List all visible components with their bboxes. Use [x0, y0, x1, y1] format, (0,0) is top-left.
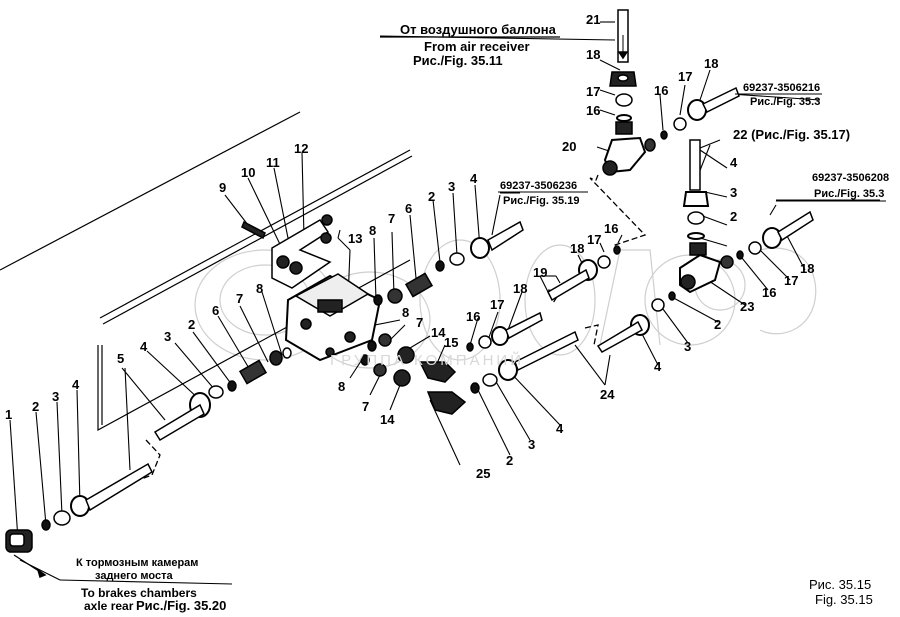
part-5-pipe-upper: [153, 403, 205, 442]
callout-number: 18: [704, 56, 719, 71]
part-11-nut: [289, 261, 303, 275]
parts: [5, 9, 814, 579]
callout-number: 8: [256, 281, 264, 296]
part-3-ferrule: [53, 510, 71, 526]
callout-number: 20: [562, 139, 577, 154]
callout-number: 8: [338, 379, 346, 394]
callout-number: 16: [762, 285, 777, 300]
air-receiver-ru-label: От воздушного баллона: [400, 22, 556, 37]
callout-number: 21: [586, 12, 601, 27]
callout-number: 17: [586, 84, 601, 99]
callout-number: 1: [5, 407, 13, 422]
brake-valve-body: [284, 273, 382, 362]
callout-number: 18: [513, 281, 528, 296]
callout-number: 4: [730, 155, 738, 170]
callout-number: 16: [604, 221, 619, 236]
callout-number: 3: [164, 329, 172, 344]
callout-number: 17: [490, 297, 505, 312]
callout-number: 3: [528, 437, 536, 452]
callout-number: 7: [362, 399, 370, 414]
callout-number: 15: [444, 335, 459, 350]
callout-number: 2: [730, 209, 738, 224]
callout-number: 23: [740, 299, 755, 314]
callout-number: 16: [466, 309, 481, 324]
callout-number: 7: [236, 291, 244, 306]
callout-number: 2: [714, 317, 722, 332]
part-6208-code: 69237-3506208: [812, 172, 890, 184]
callout-number: 4: [72, 377, 80, 392]
brake-chambers-ru-line2: заднего моста: [95, 570, 173, 582]
callout-number: 6: [212, 303, 220, 318]
callout-number: 18: [570, 241, 585, 256]
part-24-pipe: [514, 330, 579, 372]
callout-number: 25: [476, 466, 491, 481]
watermark-logo: [194, 239, 817, 369]
chassis-frame-lines: [0, 111, 413, 432]
part-6216-code: 69237-3506216: [743, 82, 821, 94]
callout-number: 7: [416, 315, 424, 330]
part-22-label: 22 (Рис./Fig. 35.17): [733, 127, 851, 142]
callout-number: 4: [470, 171, 478, 186]
part-5-pipe-lower: [85, 462, 153, 512]
callout-number: 3: [730, 185, 738, 200]
brake-chambers-ref: Рис./Fig. 35.20: [136, 598, 227, 613]
callout-number: 10: [241, 165, 256, 180]
callout-number: 17: [784, 273, 799, 288]
part-1-elbow: [5, 529, 47, 579]
callout-number: 18: [586, 47, 601, 62]
callout-number: 3: [448, 179, 456, 194]
part-6216-ref: Рис./Fig. 35.3: [750, 96, 821, 108]
part-6236-ref: Рис./Fig. 35.19: [503, 195, 580, 207]
part-15-elbow: [418, 361, 457, 383]
callout-number: 2: [32, 399, 40, 414]
callout-number: 3: [684, 339, 692, 354]
callout-number: 11: [266, 155, 280, 170]
callout-number: 13: [348, 231, 363, 246]
callout-number: 2: [428, 189, 436, 204]
callout-number: 9: [219, 180, 227, 195]
callout-number: 2: [506, 453, 514, 468]
callout-number: 4: [140, 339, 148, 354]
figure-caption-en: Fig. 35.15: [815, 592, 873, 607]
callout-number: 16: [654, 83, 669, 98]
part-2-washer: [41, 519, 51, 531]
brake-chambers-ru-line1: К тормозным камерам: [76, 557, 199, 569]
callout-number: 2: [188, 317, 196, 332]
part-13-nut-b: [320, 232, 332, 244]
callout-number: 18: [800, 261, 815, 276]
callout-number: 8: [369, 223, 377, 238]
callout-number: 8: [402, 305, 410, 320]
callout-number: 7: [388, 211, 396, 226]
callout-number: 14: [431, 325, 446, 340]
callout-number: 14: [380, 412, 395, 427]
part-6208-ref: Рис./Fig. 35.3: [814, 188, 885, 200]
part-12-bracket: [271, 218, 332, 289]
callout-number: 19: [533, 265, 548, 280]
part-6236-code: 69237-3506236: [500, 180, 578, 192]
brake-chambers-en-line2: axle rear: [84, 599, 134, 613]
part-9-bolt: [241, 220, 266, 240]
callout-number: 17: [587, 232, 602, 247]
part-22-pipe: [689, 139, 701, 191]
air-receiver-en-label: From air receiver: [424, 39, 530, 54]
callout-number: 4: [654, 359, 662, 374]
callout-number: 4: [556, 421, 564, 436]
air-receiver-ref-label: Рис./Fig. 35.11: [413, 53, 503, 68]
callout-number: 5: [117, 351, 125, 366]
callout-number: 3: [52, 389, 60, 404]
figure-caption-ru: Рис. 35.15: [809, 577, 872, 592]
callout-number: 12: [294, 141, 309, 156]
callout-number: 17: [678, 69, 693, 84]
callout-number: 24: [600, 387, 615, 402]
part-10-bolt: [276, 255, 290, 269]
watermark-text: ГРУППА КОМПАНИЙ: [330, 352, 524, 369]
part-25-elbow: [426, 391, 467, 415]
part-13-nut-a: [321, 214, 333, 226]
callout-number: 16: [586, 103, 601, 118]
brake-chambers-en-line1: To brakes chambers: [81, 586, 197, 600]
callout-number: 6: [405, 201, 413, 216]
